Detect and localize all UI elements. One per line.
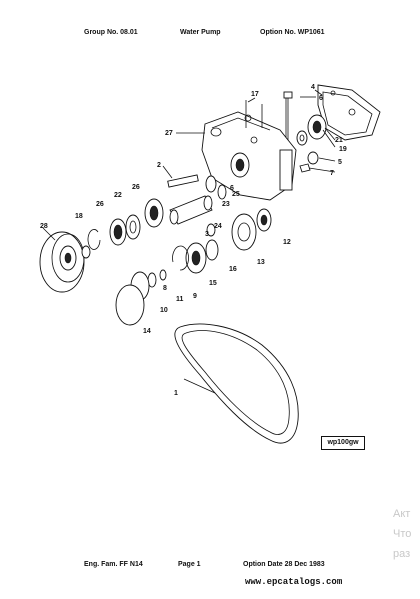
callout-5: 5 (338, 159, 342, 166)
callout-15: 15 (209, 280, 217, 287)
nut-washer-part (299, 151, 319, 173)
leader-lines (42, 89, 336, 394)
option-number: Option No. WP1061 (260, 29, 325, 36)
callout-1: 1 (174, 390, 178, 397)
pulley-part (172, 242, 207, 274)
callout-8: 8 (163, 285, 167, 292)
stud-part (167, 174, 199, 188)
site-link[interactable]: www.epcatalogs.com (245, 577, 343, 587)
callout-16: 16 (229, 266, 237, 273)
callout-13: 13 (257, 259, 265, 266)
impeller-part (296, 114, 327, 146)
callout-2: 2 (157, 162, 161, 169)
callout-28: 28 (40, 223, 48, 230)
callout-23: 23 (222, 201, 230, 208)
callout-11: 11 (176, 296, 184, 303)
callout-19: 19 (339, 146, 347, 153)
watermark-line-1: Акт (393, 508, 411, 520)
cover-plate-part (115, 284, 145, 326)
page-number: Page 1 (178, 561, 201, 568)
screws-part (245, 100, 263, 128)
watermark-line-2: Что (393, 528, 412, 540)
engine-family: Eng. Fam. FF N14 (84, 561, 143, 568)
callout-18: 18 (75, 213, 83, 220)
callout-6: 6 (319, 95, 323, 102)
fan-pulley-part (39, 231, 91, 293)
rear-cover-part (317, 84, 381, 141)
callout-27: 27 (165, 130, 173, 137)
callout-7: 7 (330, 170, 334, 177)
drive-belt-part (174, 323, 299, 444)
watermark-line-3: раз (393, 548, 411, 560)
page-title: Water Pump (180, 29, 221, 36)
seal-part (205, 175, 227, 200)
callout-26a: 26 (96, 201, 104, 208)
callout-21: 21 (335, 137, 343, 144)
callout-26b: 26 (132, 184, 140, 191)
callout-17: 17 (251, 91, 259, 98)
callout-6b: 6 (230, 185, 234, 192)
option-date: Option Date 28 Dec 1983 (243, 561, 325, 568)
callout-22: 22 (114, 192, 122, 199)
callout-12: 12 (283, 239, 291, 246)
shaft-part (169, 195, 213, 225)
callout-3: 3 (205, 231, 209, 238)
callout-25: 25 (232, 191, 240, 198)
callout-10: 10 (160, 307, 168, 314)
bearing-part (109, 198, 164, 246)
callout-4: 4 (311, 84, 315, 91)
group-number: Group No. 08.01 (84, 29, 138, 36)
pump-housing-part (201, 111, 297, 201)
callout-24: 24 (214, 223, 222, 230)
callout-9: 9 (193, 293, 197, 300)
callout-14: 14 (143, 328, 151, 335)
figure-reference: wp100gw (321, 436, 365, 450)
seal-assembly-part (205, 208, 272, 261)
snap-ring-part (87, 229, 101, 250)
